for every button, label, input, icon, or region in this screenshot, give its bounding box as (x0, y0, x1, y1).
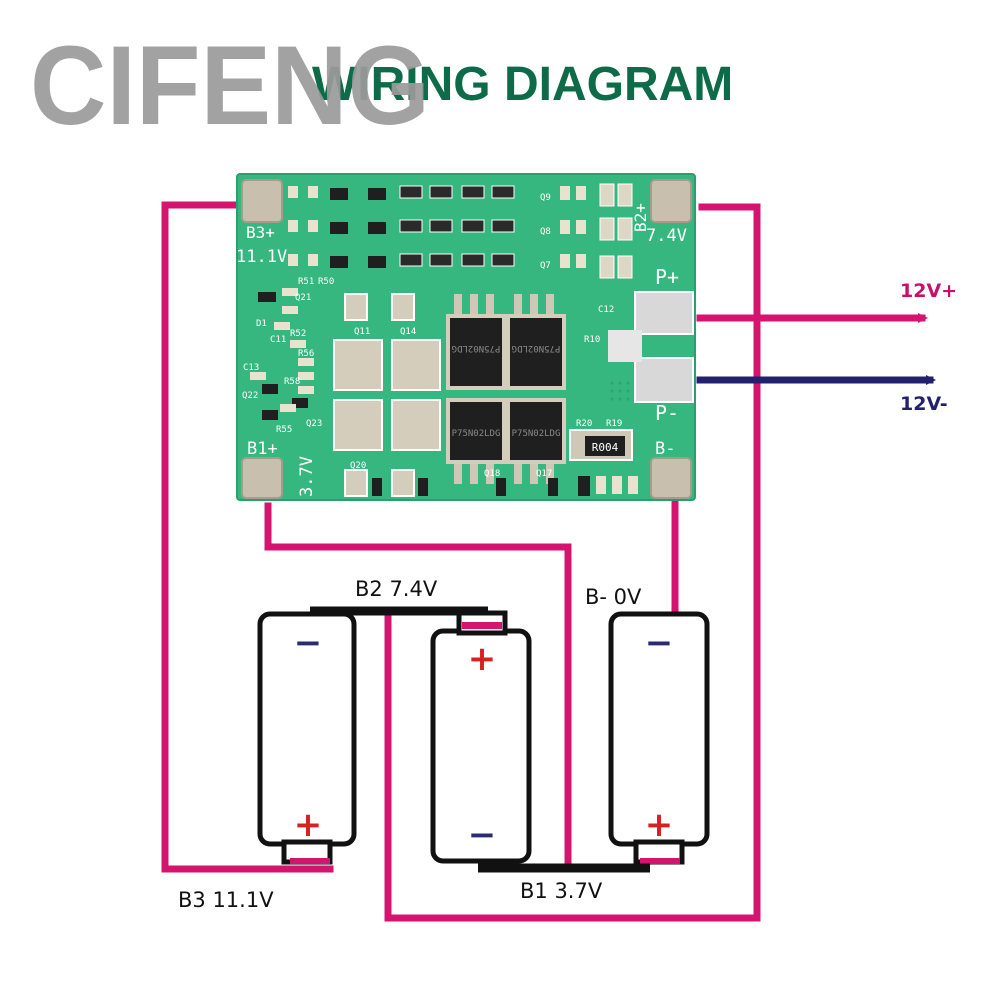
smd-top-rows (288, 185, 586, 268)
silk-q11: Q11 (354, 327, 370, 337)
pcb-texture (610, 381, 630, 401)
b3-minus-sign: − (294, 623, 323, 663)
b2-minus-sign: − (468, 815, 497, 855)
mosfet-1-marking: P75N02LDG (452, 343, 501, 353)
silk-r10: R10 (584, 335, 600, 345)
smd-bottom-row (372, 476, 638, 496)
capacitor-pads (599, 183, 633, 279)
silk-q23: Q23 (306, 419, 322, 429)
mosfet-3 (446, 398, 506, 464)
silk-q17: Q17 (536, 469, 552, 479)
silk-q18: Q18 (484, 469, 500, 479)
silk-d1: D1 (256, 319, 267, 329)
wire-b1 (264, 502, 572, 866)
smd-left-parts (250, 288, 314, 420)
pad-pplus (634, 291, 694, 335)
pad-b3 (241, 179, 283, 223)
wire-positive-tip (918, 313, 928, 323)
label-b1-tap: B1 3.7V (520, 879, 603, 903)
silk-q7: Q7 (540, 261, 551, 271)
output-positive-label: 12V+ (900, 280, 957, 302)
wire-negative-tip (926, 375, 936, 385)
battery-cells: − + + − − + (257, 610, 710, 865)
silk-q21: Q21 (295, 293, 311, 303)
silk-r50: R50 (318, 277, 334, 287)
b3-plus-sign: + (294, 805, 323, 845)
pad-b1-label: B1+ (247, 439, 278, 459)
mosfet-2 (506, 314, 566, 390)
mosfet-3-marking: P75N02LDG (452, 429, 501, 439)
silk-r52: R52 (290, 329, 306, 339)
b1-plus-sign: + (645, 805, 674, 845)
bms-board: B3+ 11.1V B2+ 7.4V P+ P- B1+ 3.7V B- (236, 173, 696, 501)
silk-c13: C13 (243, 363, 259, 373)
mosfet-1 (446, 314, 506, 390)
silk-r55: R55 (276, 425, 292, 435)
silkscreen: R51 R50 D1 Q21 C11 R52 R56 C13 R58 Q22 R… (242, 193, 622, 479)
silk-r58: R58 (284, 377, 300, 387)
mosfet-4-marking: P75N02LDG (512, 429, 561, 439)
silk-r56: R56 (298, 349, 314, 359)
silk-r20: R20 (576, 419, 592, 429)
pad-bminus-label: B- (655, 439, 675, 459)
pad-pminus-label: P- (655, 401, 679, 425)
diagram-title: WIRING DIAGRAM (312, 58, 733, 111)
pad-b3-label: B3+ (246, 223, 275, 242)
pad-pplus-label: P+ (655, 265, 679, 289)
mosfet-2-marking: P75N02LDG (512, 343, 561, 353)
pad-b3-voltage: 11.1V (236, 247, 287, 267)
label-bminus-tap: B- 0V (585, 585, 642, 609)
pad-b2-voltage: 7.4V (646, 226, 687, 246)
pad-link (608, 330, 642, 362)
label-b2-tap: B2 7.4V (355, 577, 438, 601)
b2-plus-sign: + (468, 639, 497, 679)
battery-cell-b1: − + (608, 611, 710, 865)
shunt-resistor (585, 436, 625, 456)
pad-bminus (650, 457, 692, 499)
pad-b1-voltage: 3.7V (297, 456, 317, 497)
b1-minus-sign: − (645, 623, 674, 663)
wires (161, 201, 936, 922)
silk-q14: Q14 (400, 327, 416, 337)
silk-q22: Q22 (242, 391, 258, 401)
pad-pminus (634, 357, 694, 403)
pad-b2-label: B2+ (631, 203, 650, 232)
silk-q20: Q20 (350, 461, 366, 471)
output-negative-label: 12V- (900, 393, 948, 415)
wire-b3 (161, 201, 334, 873)
silk-c12: C12 (598, 305, 614, 315)
silk-r51: R51 (298, 277, 314, 287)
battery-cell-b3: − + (257, 611, 357, 865)
silk-q8: Q8 (540, 227, 551, 237)
label-b3-tap: B3 11.1V (178, 888, 274, 912)
silk-c11: C11 (270, 335, 286, 345)
pad-b2 (650, 179, 692, 223)
b3-terminal-wire (290, 858, 330, 864)
silk-q9: Q9 (540, 193, 551, 203)
mosfets: P75N02LDG P75N02LDG P75N02LDG P75N02LDG (446, 294, 566, 484)
silk-r19: R19 (606, 419, 622, 429)
battery-cell-b2: + − (430, 610, 532, 864)
shunt-resistor-code: R004 (592, 441, 619, 454)
pad-b1 (241, 457, 283, 499)
mosfet-4 (506, 398, 566, 464)
mosfet-pads (333, 293, 441, 497)
wire-b2 (384, 203, 761, 922)
brand-watermark: CIFENG (30, 23, 430, 148)
b2-terminal-wire (462, 622, 502, 629)
b1-terminal-wire (640, 858, 680, 864)
